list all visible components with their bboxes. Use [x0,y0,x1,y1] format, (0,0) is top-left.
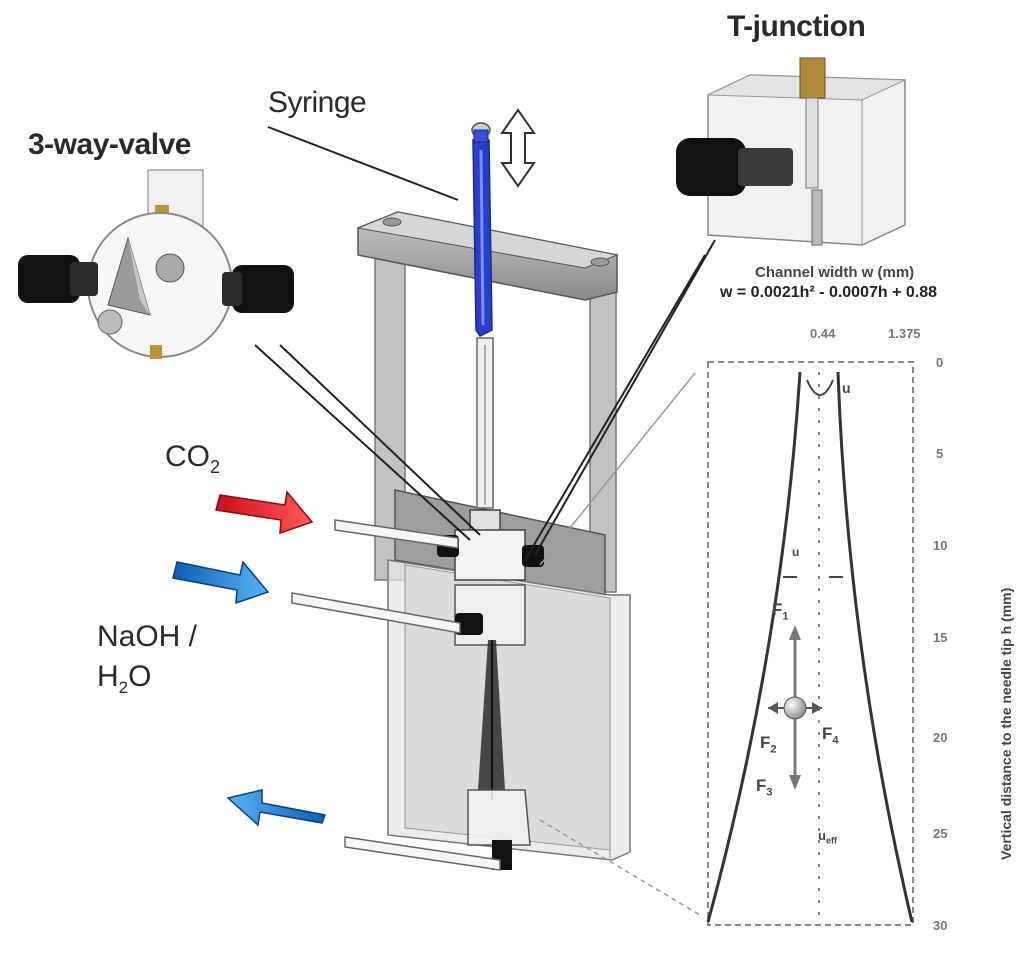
f4-label: F4 [822,724,839,746]
naoh-label: NaOH / [97,620,198,653]
u-eff-label: ueff [818,828,837,846]
left-rod [374,249,406,581]
bubble [783,696,807,720]
channel-frame [707,361,914,926]
f1-label: F1 [772,600,789,622]
side-tick-0: 0 [936,355,944,370]
side-tick-2: 10 [933,538,948,553]
channel-left-wall [706,371,802,923]
side-tick-4: 20 [933,730,948,745]
f3-subscript: 3 [766,786,773,799]
t-junction-label: T-junction [727,10,866,43]
three-way-valve-inset [18,169,294,359]
y-axis-label: Vertical distance to the needle tip h (m… [998,587,1014,860]
leader-lines [254,126,716,916]
top-tick-0: 0.44 [810,326,836,341]
t-junction-on-frame [454,584,526,646]
f2-subscript: 2 [770,743,777,756]
channel-right-wall [836,371,914,923]
channel-equation: w = 0.0021h² - 0.0007h + 0.88 [720,284,938,301]
h2o-h: H [97,660,119,693]
top-tick-1: 1.375 [888,326,921,341]
u-eff-subscript: eff [825,835,837,846]
channel-panel [706,361,914,926]
f2-text: F [760,733,771,752]
t-junction-inset [676,57,906,246]
side-tick-5: 25 [933,826,948,841]
side-tick-1: 5 [936,446,944,461]
co2-label: CO2 [165,440,220,478]
f3-label: F3 [756,776,773,798]
side-tick-6: 30 [933,918,948,933]
side-tick-3: 15 [933,630,948,645]
u-top-label: u [842,380,851,396]
syringe-label: Syringe [268,86,367,119]
h2o-label: H2O [97,660,151,698]
f1-text: F [772,600,783,619]
h2o-subscript: 2 [118,678,129,697]
channel-title: Channel width w (mm) [755,264,915,281]
co2-arrow [215,490,314,535]
double-headed-vertical-arrow-icon [500,108,536,188]
f2-label: F2 [760,733,777,755]
apparatus [291,108,631,871]
tubes [291,519,501,871]
h2o-o: O [128,660,152,693]
outlet-arrow [226,789,327,827]
f4-subscript: 4 [832,734,839,747]
syringe [471,122,494,509]
co2-subscript: 2 [210,457,221,477]
co2-text: CO [165,440,210,473]
three-way-valve-label: 3-way-valve [28,128,191,161]
f1-subscript: 1 [782,610,789,623]
u-mid-label: u [792,545,800,559]
u-eff-text: u [818,828,826,843]
naoh-arrow [172,560,270,605]
f3-text: F [756,776,767,795]
f4-text: F [822,724,833,743]
